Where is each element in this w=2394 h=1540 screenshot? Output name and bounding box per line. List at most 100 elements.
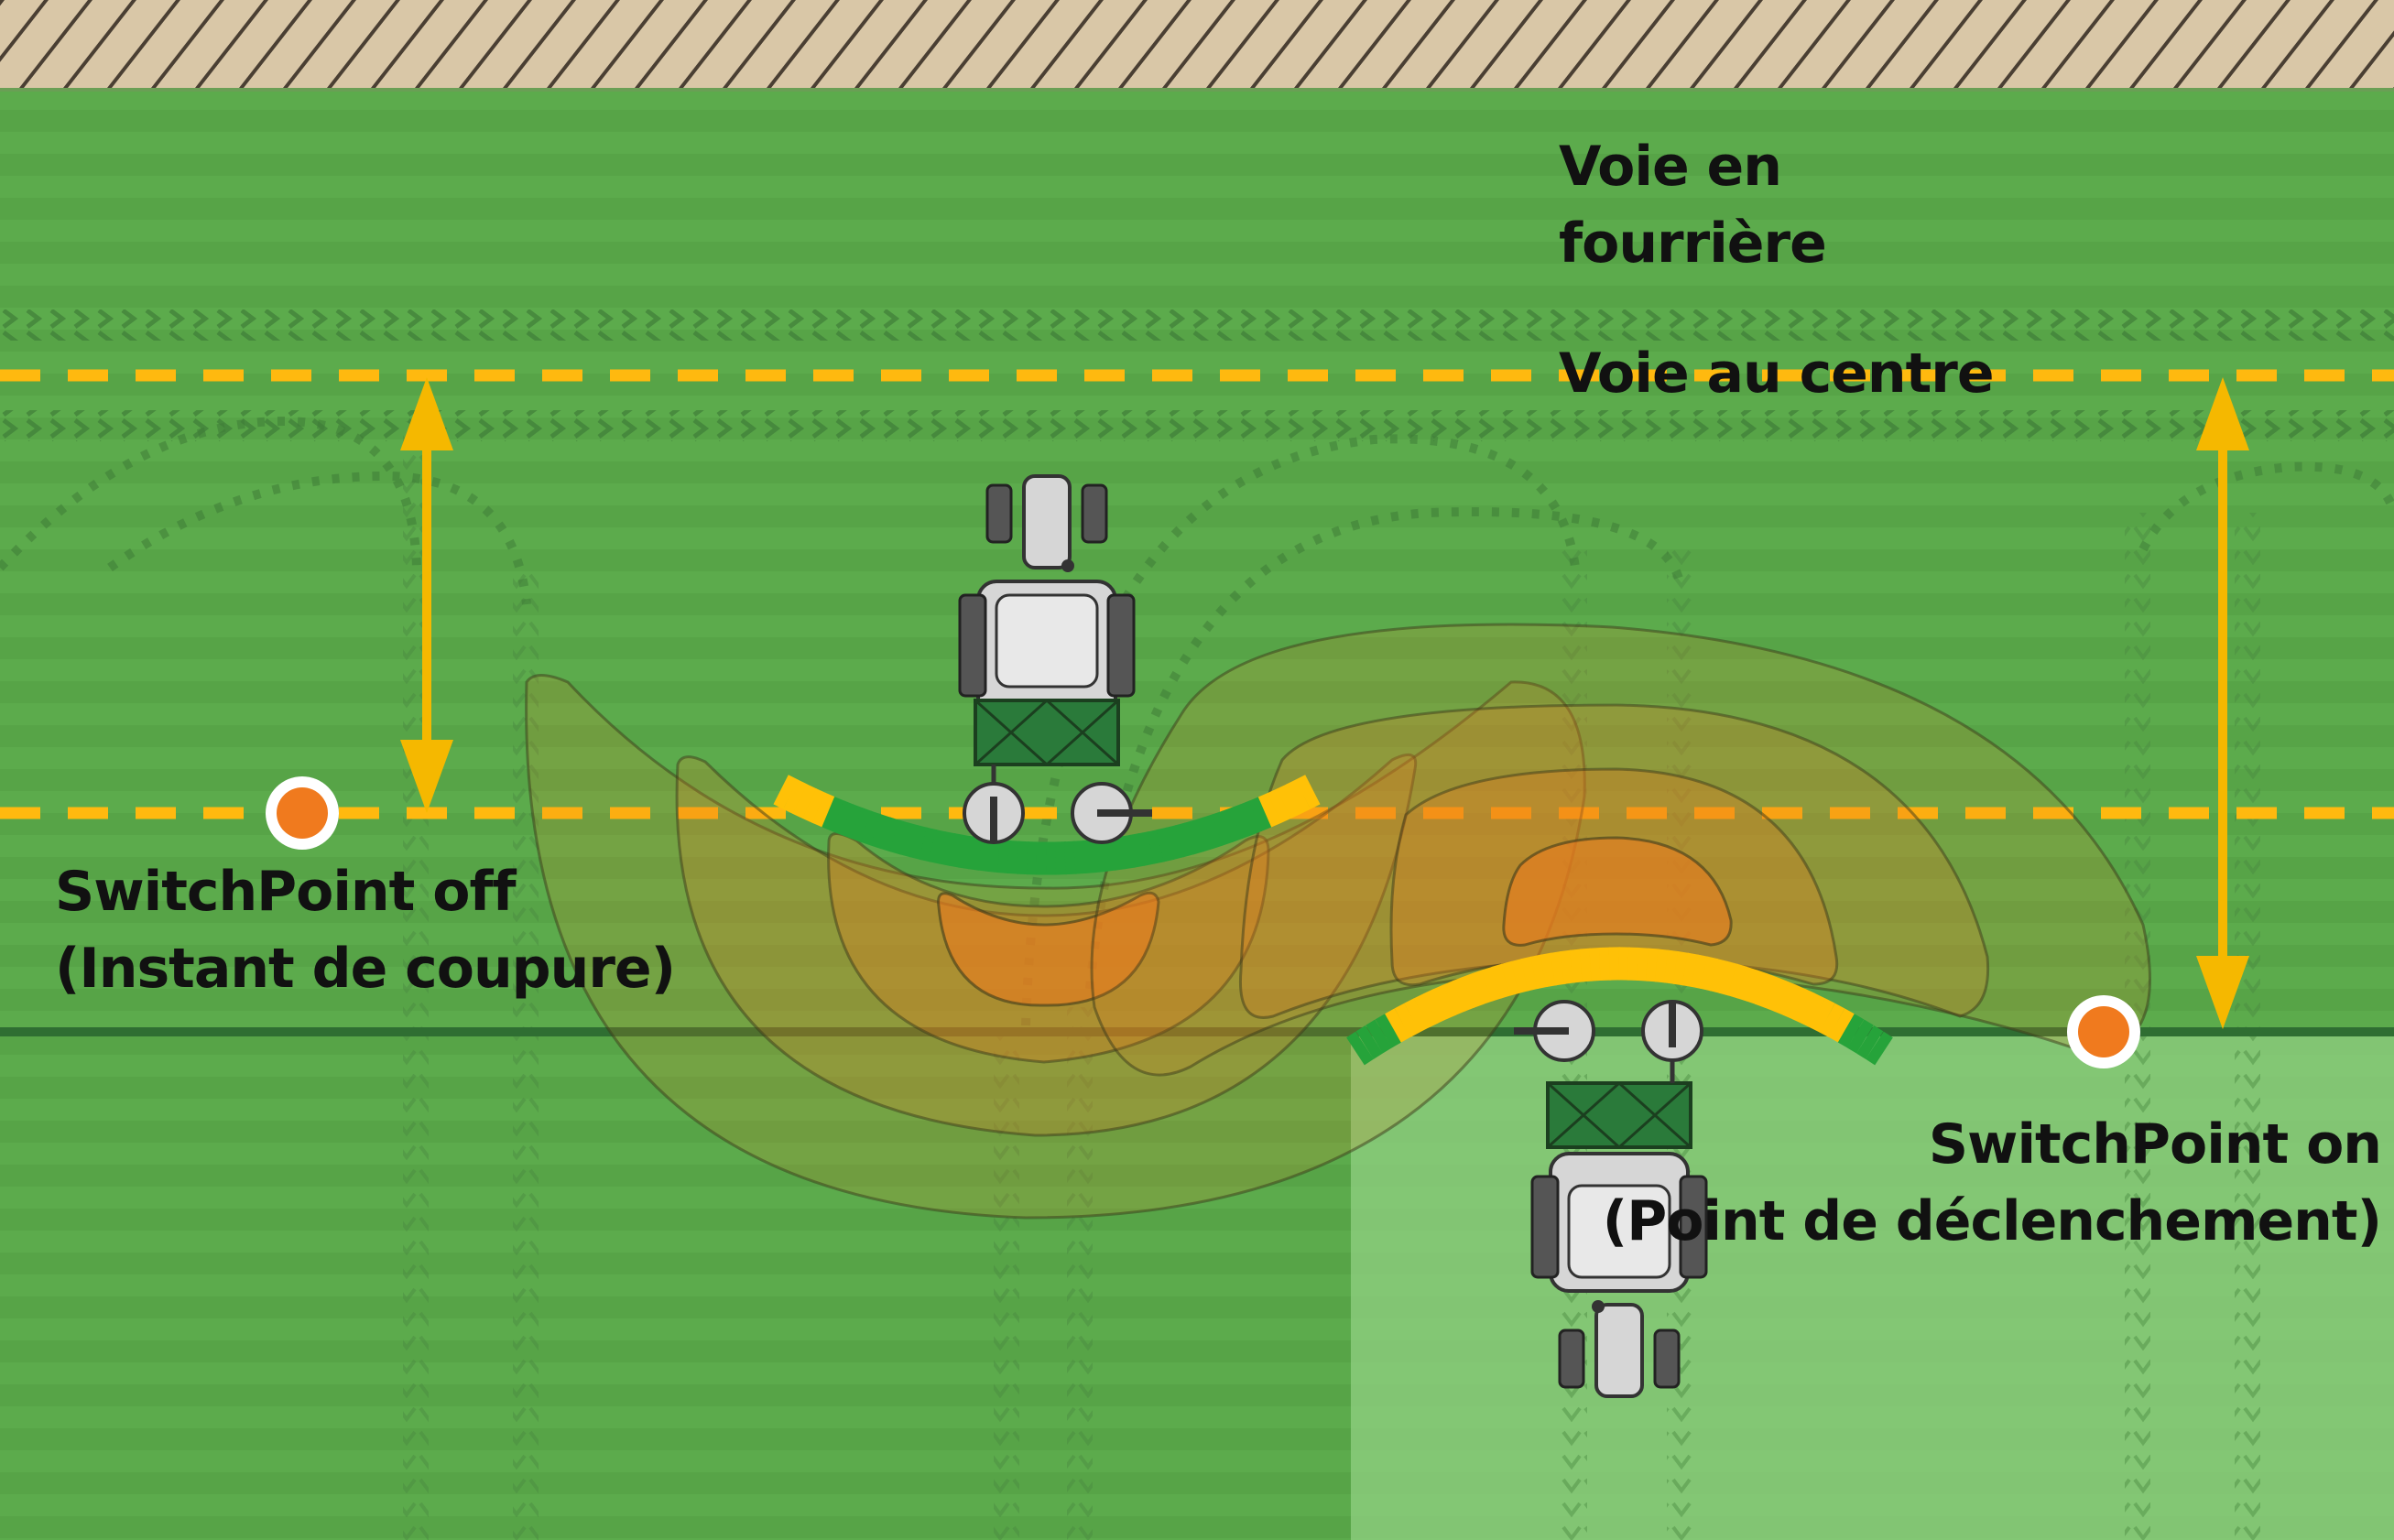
boom-segment bbox=[831, 800, 854, 836]
boom-segment bbox=[1618, 947, 1630, 981]
boom-segment bbox=[1801, 993, 1825, 1028]
boom-segment bbox=[1147, 829, 1165, 864]
boom-segment bbox=[1773, 981, 1797, 1015]
boom-segment bbox=[1183, 819, 1204, 855]
boom-segment bbox=[1491, 963, 1512, 999]
center-track-label: Voie au centre bbox=[1559, 342, 1995, 406]
spread-zone-off bbox=[525, 674, 1586, 1220]
boom-segment bbox=[783, 779, 808, 815]
boom-segment bbox=[1579, 948, 1594, 982]
boom-segment bbox=[1530, 954, 1549, 990]
boom-segment bbox=[1017, 840, 1029, 875]
double-arrow-icon bbox=[400, 377, 453, 813]
boom-segment bbox=[1355, 1025, 1383, 1059]
boom-segment bbox=[1681, 952, 1699, 988]
boom-segment bbox=[1472, 970, 1494, 1005]
boom-segment bbox=[1442, 981, 1466, 1015]
boom-segment bbox=[1636, 947, 1650, 981]
boom-segment bbox=[860, 810, 882, 846]
boom-segment bbox=[1295, 775, 1321, 809]
boom-segment bbox=[1128, 833, 1146, 868]
tractor-icon bbox=[958, 474, 1136, 721]
boom-sections-off bbox=[773, 775, 1321, 875]
boom-segment bbox=[1054, 841, 1068, 875]
boom-segment bbox=[811, 792, 836, 828]
boom-segment bbox=[1736, 966, 1757, 1002]
switch-point-off-label: SwitchPoint off (Instant de coupure) bbox=[55, 853, 676, 1007]
boom-segment bbox=[1137, 831, 1156, 866]
switch-point-on-icon bbox=[2067, 995, 2140, 1068]
boom-segment bbox=[909, 825, 929, 860]
boom-segment bbox=[899, 822, 920, 858]
field-border bbox=[0, 0, 2394, 90]
boom-segment bbox=[1764, 976, 1787, 1012]
double-arrow-icon bbox=[2196, 377, 2249, 1029]
boom-segment bbox=[1828, 1008, 1855, 1043]
boom-segment bbox=[1608, 947, 1621, 981]
boom-segment bbox=[1394, 1003, 1420, 1038]
boom-segment bbox=[1007, 840, 1020, 874]
spreader-icon bbox=[1514, 1000, 1703, 1149]
turning-tracks bbox=[0, 416, 2394, 1026]
boom-segment bbox=[1866, 1031, 1893, 1066]
field-edge-line bbox=[0, 1027, 2394, 1036]
headland-track-label: Voie en fourrière bbox=[1559, 128, 1827, 282]
boom-segment bbox=[1700, 956, 1719, 992]
boom-sections-on bbox=[1346, 947, 1893, 1066]
boom-segment bbox=[1501, 960, 1521, 996]
boom-segment bbox=[1856, 1025, 1884, 1059]
boom-segment bbox=[948, 833, 965, 868]
boom-segment bbox=[1727, 963, 1748, 999]
boom-segment bbox=[1375, 1014, 1402, 1048]
boom-segment bbox=[1404, 998, 1430, 1033]
boom-segment bbox=[870, 814, 891, 850]
boom-segment bbox=[1782, 984, 1806, 1020]
boom-segment bbox=[1064, 840, 1077, 875]
switch-point-off-label-line2: (Instant de coupure) bbox=[55, 937, 676, 1001]
boom-segment bbox=[1366, 1019, 1393, 1054]
boom-segment bbox=[1230, 804, 1253, 840]
boom-segment bbox=[1709, 959, 1728, 993]
boom-segment bbox=[1257, 792, 1282, 828]
boom-segment bbox=[1239, 800, 1263, 836]
boom-segment bbox=[919, 827, 938, 862]
switch-point-on-label: SwitchPoint on (Point de déclenchement) bbox=[1602, 1106, 2382, 1260]
boom-segment bbox=[1819, 1003, 1845, 1038]
boom-segment bbox=[1810, 998, 1835, 1033]
boom-segment bbox=[1202, 814, 1224, 850]
spread-zone-on bbox=[1090, 623, 2151, 1077]
boom-segment bbox=[1453, 976, 1475, 1012]
field-treated-area bbox=[1351, 1033, 2394, 1540]
boom-segment bbox=[1746, 970, 1768, 1005]
boom-segment bbox=[1791, 989, 1816, 1024]
headland-track-upper bbox=[0, 309, 2394, 341]
boom-segment bbox=[1691, 954, 1709, 990]
boom-segment bbox=[1036, 841, 1048, 875]
boom-segment bbox=[1413, 993, 1439, 1028]
boom-segment bbox=[879, 817, 901, 852]
boom-segment bbox=[889, 819, 910, 855]
boom-segment bbox=[841, 804, 864, 840]
boom-segment bbox=[1046, 841, 1058, 875]
headland-track-lower bbox=[0, 410, 2394, 441]
boom-segment bbox=[1520, 956, 1540, 992]
switch-point-off-label-line1: SwitchPoint off bbox=[55, 860, 517, 924]
boom-segment bbox=[773, 775, 799, 809]
switch-point-on-label-line2: (Point de déclenchement) bbox=[1602, 1189, 2382, 1253]
boom-segment bbox=[1221, 808, 1243, 842]
boom-segment bbox=[1540, 952, 1558, 988]
boom-segment bbox=[938, 831, 956, 866]
boom-segment bbox=[1286, 779, 1311, 815]
boom-segment bbox=[1248, 797, 1272, 831]
boom-segment bbox=[792, 784, 817, 819]
boom-segment bbox=[1846, 1019, 1874, 1054]
boom-segment bbox=[1165, 825, 1185, 860]
boom-segment bbox=[1837, 1014, 1865, 1048]
switch-point-off-icon bbox=[266, 776, 339, 850]
boom-segment bbox=[1599, 947, 1612, 981]
boom-segment bbox=[802, 788, 826, 823]
boom-segment bbox=[1510, 959, 1530, 993]
boom-segment bbox=[1026, 841, 1039, 875]
